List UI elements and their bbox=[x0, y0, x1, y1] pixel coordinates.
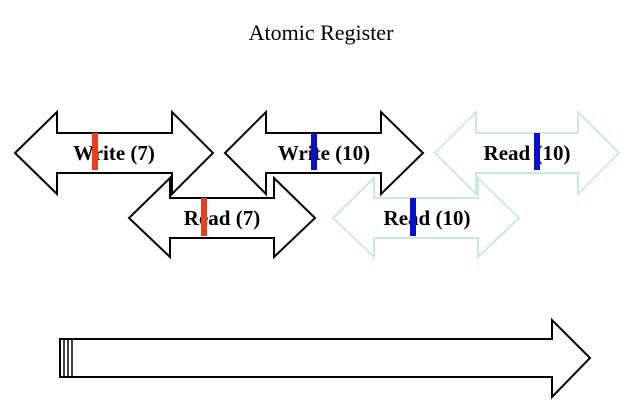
linearization-point-marker bbox=[311, 133, 317, 170]
operation-read-10-b: Read (10) bbox=[331, 175, 521, 260]
double-arrow-shape bbox=[13, 109, 215, 197]
operation-label: Read (10) bbox=[384, 206, 471, 230]
operation-write-7: Write (7) bbox=[13, 109, 215, 197]
operation-label: Read (10) bbox=[484, 141, 571, 165]
diagram-title: Atomic Register bbox=[249, 20, 394, 45]
double-arrow-shape bbox=[127, 175, 317, 260]
linearization-point-marker bbox=[534, 133, 540, 170]
operation-read-10-a: Read (10) bbox=[433, 109, 621, 197]
time-arrow-icon bbox=[59, 317, 592, 400]
operation-label: Read (7) bbox=[184, 206, 260, 230]
operation-read-7: Read (7) bbox=[127, 175, 317, 260]
linearization-point-marker bbox=[92, 133, 98, 170]
operation-label: Write (10) bbox=[278, 141, 370, 165]
operation-write-10: Write (10) bbox=[223, 109, 425, 197]
linearization-point-marker bbox=[201, 198, 207, 236]
double-arrow-shape bbox=[433, 109, 621, 197]
time-axis-arrow bbox=[59, 317, 592, 400]
double-arrow-shape bbox=[223, 109, 425, 197]
linearization-point-marker bbox=[410, 198, 416, 236]
double-arrow-shape bbox=[331, 175, 521, 260]
operation-label: Write (7) bbox=[73, 141, 155, 165]
